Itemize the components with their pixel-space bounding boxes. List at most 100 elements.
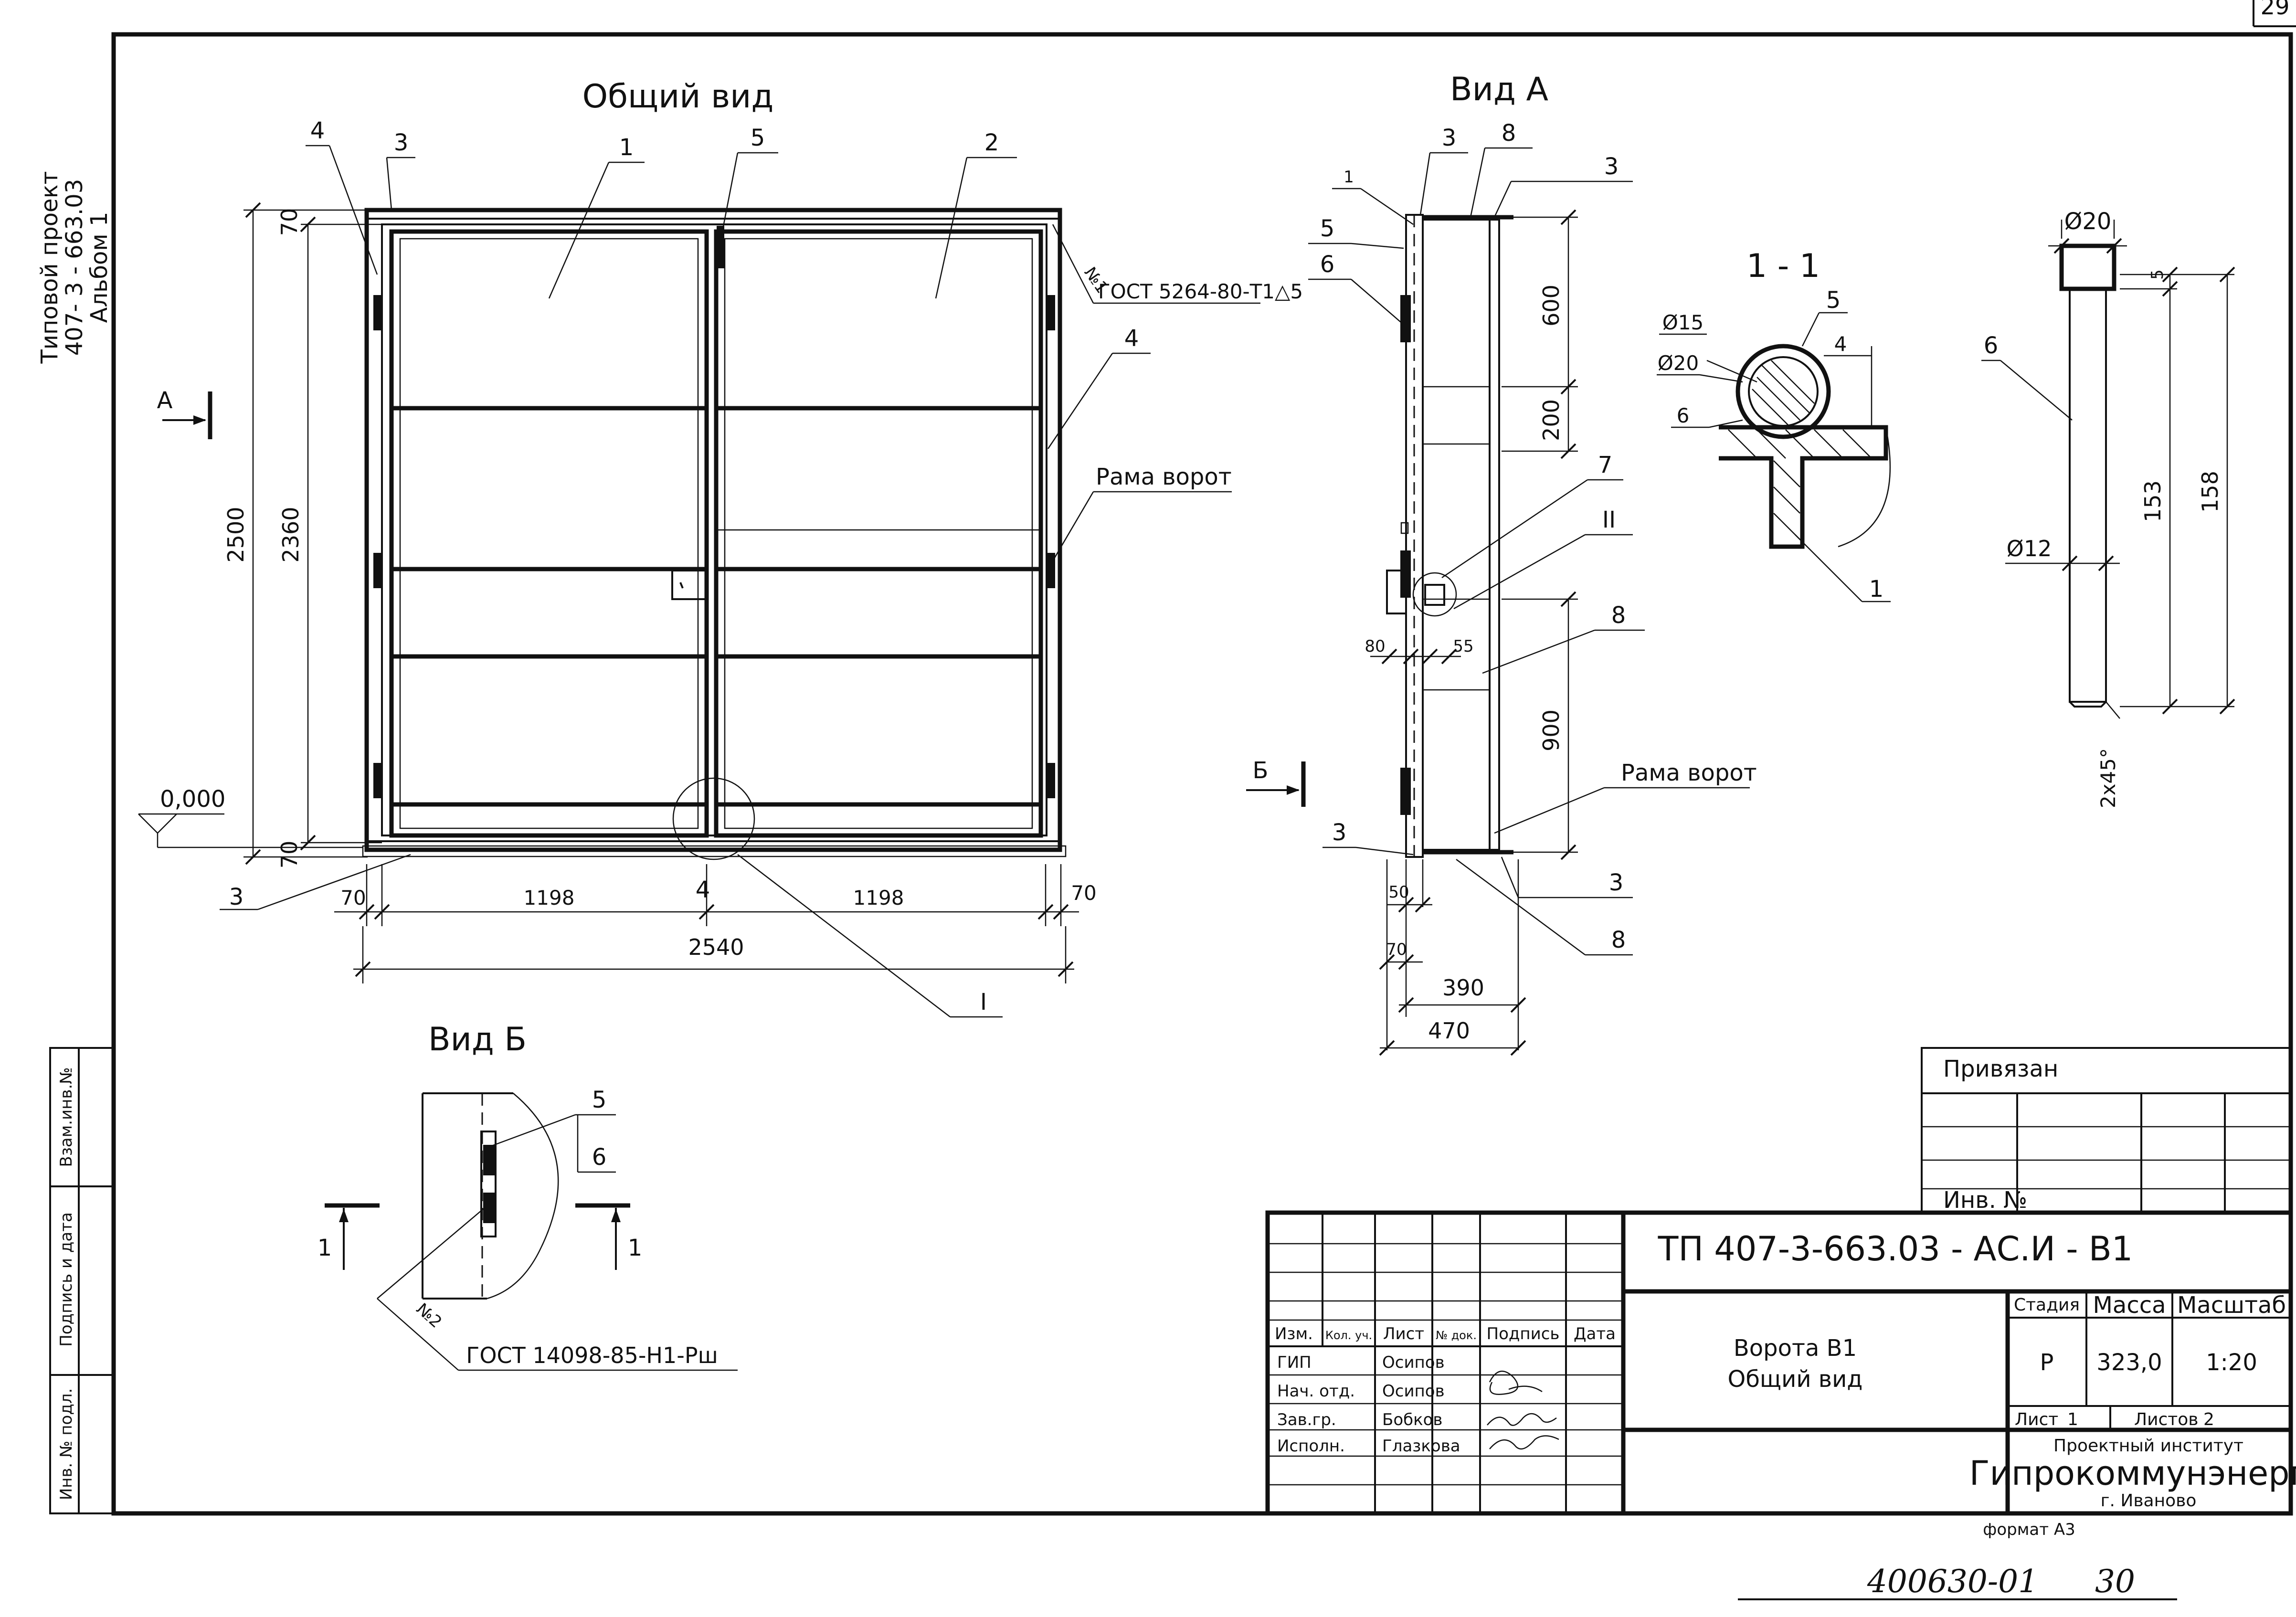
gv-callout-4b: 4	[1124, 325, 1139, 352]
vb-gost-note: ГОСТ 14098-85-Н1-Рш	[466, 1342, 718, 1368]
tb-doc-code: ТП 407-3-663.03 - АС.И - В1	[1658, 1229, 2133, 1268]
va-dim-600: 600	[1538, 285, 1564, 327]
gv-callout-3b: 3	[229, 884, 244, 910]
tb-role-1: ГИП	[1277, 1353, 1312, 1372]
gv-dim-2500: 2500	[223, 507, 249, 562]
va-callout-8c: 8	[1611, 927, 1626, 953]
signatures	[1487, 1370, 1559, 1450]
va-dim-470: 470	[1428, 1018, 1470, 1044]
general-view-title: Общий вид	[582, 78, 774, 116]
general-view: Общий вид	[138, 78, 1303, 1018]
section-callout-1: 1	[1869, 576, 1884, 602]
tb-role-4: Исполн.	[1277, 1437, 1345, 1456]
tb-sheets-label: Листов	[2134, 1410, 2198, 1429]
handwritten-code: 400630-01	[1867, 1563, 2038, 1600]
pin-detail: Ø20 5 153 158 6 Ø12 2x45°	[1981, 208, 2235, 808]
gv-callout-3a: 3	[394, 129, 409, 156]
stamp-line-3: Альбом 1	[86, 212, 113, 323]
va-dim-50: 50	[1388, 883, 1409, 902]
view-a: Вид А 1 3 8 3	[1246, 71, 1757, 1056]
va-dim-70: 70	[1386, 940, 1407, 959]
tb-name-1: Осипов	[1382, 1353, 1445, 1372]
side-stamp: Взам.инв.№ Подпись и дата Инв. № подл.	[49, 1047, 115, 1514]
gv-dim-width: 2540	[688, 934, 744, 960]
va-callout-3a: 3	[1442, 125, 1457, 151]
tb-h-sign: Подпись	[1487, 1324, 1560, 1343]
stamp-line-2: 407- 3 - 663.03	[61, 179, 88, 356]
section-dim-4: 4	[1834, 332, 1847, 356]
gv-callout-2: 2	[984, 129, 999, 156]
va-frame-label: Рама ворот	[1621, 760, 1757, 786]
vb-section-left: 1	[317, 1235, 332, 1261]
va-callout-3c: 3	[1332, 819, 1347, 846]
sheet-format: формат А3	[1983, 1520, 2075, 1539]
gv-callout-5: 5	[751, 125, 765, 151]
gv-frame-label: Рама ворот	[1096, 464, 1232, 490]
tb-stage: Р	[2040, 1349, 2054, 1376]
tb-mass-label: Масса	[2093, 1292, 2166, 1319]
pin-dim-153: 153	[2140, 480, 2166, 522]
va-dim-80: 80	[1365, 637, 1385, 656]
pin-dim-head: Ø20	[2064, 208, 2112, 235]
tb-name-4: Глазкова	[1382, 1437, 1460, 1456]
gv-dim-top-70: 70	[276, 208, 302, 236]
tbeam-hatch	[1728, 429, 1872, 540]
tb-h-list: Лист	[1383, 1324, 1424, 1343]
va-callout-3d: 3	[1609, 869, 1624, 896]
tb-inv-no: Инв. №	[1943, 1187, 2027, 1214]
section-callout-6: 6	[1677, 404, 1690, 427]
vb-callout-5: 5	[592, 1087, 607, 1113]
stamp-vzam: Взам.инв.№	[57, 1067, 76, 1167]
gv-dim-2360: 2360	[278, 507, 304, 562]
gv-callout-1: 1	[619, 134, 634, 161]
va-callout-1: 1	[1344, 168, 1354, 187]
view-b: Вид Б 1 1 5 6 ГОСТ 14098-85-Н1-Рш №2	[317, 1021, 738, 1371]
pin-dim-chamfer: 2x45°	[2096, 748, 2120, 808]
va-dim-200: 200	[1538, 399, 1564, 441]
va-callout-6: 6	[1320, 251, 1335, 278]
pin-callout-6: 6	[1984, 332, 1999, 359]
gv-callout-4a: 4	[310, 117, 325, 144]
tb-h-ndoc: № док.	[1436, 1329, 1477, 1342]
tb-sheet-label: Лист	[2015, 1410, 2058, 1429]
project-stamp: Типовой проект 407- 3 - 663.03 Альбом 1	[36, 171, 113, 364]
va-callout-3b: 3	[1604, 153, 1619, 180]
tb-doc-name-2: Общий вид	[1728, 1366, 1863, 1393]
tb-scale-label: Масштаб	[2177, 1292, 2286, 1319]
va-callout-5: 5	[1320, 215, 1335, 242]
gv-dim-right-70: 70	[1071, 881, 1096, 905]
pin-dim-5: 5	[2148, 269, 2167, 280]
section-dim-d20: Ø20	[1658, 351, 1699, 375]
vb-section-right: 1	[628, 1235, 643, 1261]
va-callout-8a: 8	[1502, 120, 1516, 147]
gv-weld-note: ГОСТ 5264-80-Т1△5	[1098, 280, 1303, 303]
section-hatch	[1752, 360, 1815, 425]
va-dim-390: 390	[1442, 975, 1484, 1001]
tb-h-date: Дата	[1574, 1324, 1616, 1343]
pin-dim-158: 158	[2197, 471, 2223, 513]
gv-level-label: 0,000	[160, 786, 225, 813]
gv-dim-bottom-70: 70	[276, 841, 302, 869]
tb-scale: 1:20	[2206, 1349, 2257, 1376]
va-detail-II: II	[1602, 507, 1616, 533]
tb-h-kol: Кол. уч.	[1325, 1329, 1372, 1342]
tb-h-izm: Изм.	[1275, 1324, 1313, 1343]
gv-dim-leaf-right: 1198	[853, 886, 904, 909]
tb-role-3: Зав.гр.	[1277, 1410, 1336, 1429]
tb-org-line2: Гипрокоммунэнерго	[1969, 1454, 2296, 1493]
handwritten-page: 30	[2095, 1563, 2135, 1600]
tb-sheet-no: 1	[2067, 1410, 2078, 1429]
va-dim-55: 55	[1453, 637, 1473, 656]
view-b-title: Вид Б	[428, 1021, 527, 1058]
section-1-1: 1 - 1 Ø15 Ø20 6	[1657, 247, 1891, 602]
tb-org-line1: Проектный институт	[2053, 1436, 2243, 1456]
va-view-arrow-B: Б	[1253, 757, 1269, 784]
pin-dim-shaft: Ø12	[2007, 536, 2052, 561]
stamp-line-1: Типовой проект	[36, 171, 63, 364]
gv-dim-leaf-left: 1198	[524, 886, 575, 909]
stamp-signature-date: Подпись и дата	[57, 1212, 76, 1347]
vb-weld-no: №2	[413, 1300, 445, 1332]
sheet-frame: 29	[111, 0, 2296, 1516]
title-block: Привязан Инв. № ТП 407-3-663.03 - АС.И -…	[1265, 1047, 2296, 1516]
